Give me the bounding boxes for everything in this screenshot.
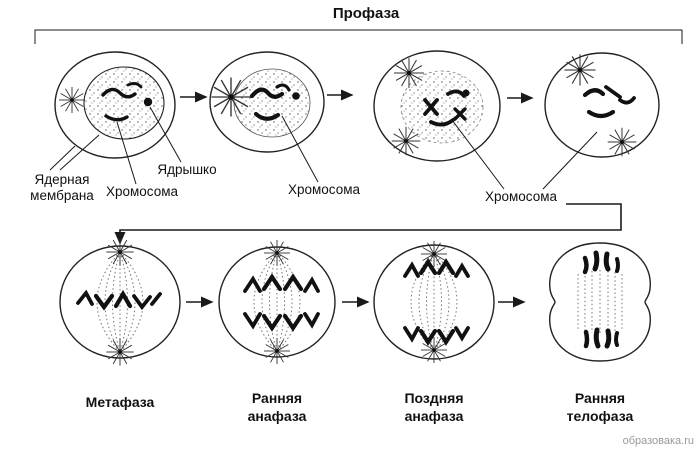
nucleolus-dot: [292, 92, 300, 100]
label-nuclear-membrane-line1: Ядерная: [35, 172, 90, 187]
chromosome: [423, 98, 439, 116]
chromosome: [282, 273, 304, 292]
cell-prophase-4: [544, 52, 660, 158]
watermark: образовака.ru: [623, 435, 694, 447]
chromosome: [132, 294, 152, 311]
chromosome: [604, 85, 622, 99]
chromosome: [582, 255, 589, 275]
chromosome: [454, 262, 470, 278]
cell-prophase-2: [209, 51, 325, 153]
chromosome: [618, 96, 636, 105]
chromosome: [615, 257, 620, 273]
cell-late-anaphase: [373, 240, 495, 364]
chromosome: [104, 114, 129, 122]
leader-nuclear-membrane-2: [59, 134, 100, 171]
chromosome: [303, 276, 320, 293]
nuclear-membrane-fragmenting: [400, 70, 484, 144]
nuclear-membrane: [83, 66, 165, 140]
chromosome: [429, 118, 455, 127]
chromosome: [592, 250, 600, 272]
chromosome: [93, 293, 115, 311]
nuclear-membrane: [233, 68, 311, 138]
chromosome: [593, 327, 601, 349]
chromosome: [126, 82, 143, 89]
chromosome: [436, 328, 456, 346]
flow-connector-row1-row2: [114, 203, 622, 245]
chromosome: [454, 326, 470, 342]
chromosome: [150, 292, 162, 306]
cell-early-telophase: [549, 242, 651, 362]
label-early-telophase-line1: Ранняя: [575, 390, 625, 406]
label-nuclear-membrane-line2: мембрана: [30, 188, 94, 203]
label-chromosome-2: Хромосома: [288, 182, 361, 197]
chromosome: [249, 87, 285, 99]
chromosome: [303, 312, 320, 329]
label-early-anaphase-line1: Ранняя: [252, 390, 302, 406]
cell-early-anaphase: [218, 239, 336, 365]
label-early-anaphase-line2: анафаза: [248, 408, 307, 424]
chromosome: [418, 328, 438, 346]
nucleolus-dot: [462, 89, 470, 97]
leader-nuclear-membrane-1: [49, 145, 76, 171]
cell-prophase-1: [54, 51, 176, 159]
chromosome: [403, 326, 420, 343]
chromosome: [583, 329, 590, 349]
label-chromosome-1: Хромосома: [106, 184, 179, 199]
label-metaphase: Метафаза: [86, 394, 155, 410]
chromosome: [603, 251, 611, 272]
chromosome: [582, 88, 606, 98]
chromosome: [282, 313, 304, 332]
chromosome: [275, 83, 291, 92]
spindle-fibers: [577, 270, 623, 334]
chromosome: [604, 328, 612, 349]
label-chromosome-3: Хромосома: [485, 189, 558, 204]
title-prophase: Профаза: [333, 5, 400, 22]
leader-chromosome-3a: [451, 119, 505, 190]
label-nucleolus: Ядрышко: [157, 162, 216, 177]
chromosome: [243, 312, 262, 330]
cell-membrane-pinching: [549, 242, 651, 362]
label-late-anaphase-line2: анафаза: [405, 408, 464, 424]
chromosome: [586, 109, 616, 119]
leader-chromosome-3b: [542, 131, 598, 190]
chromosome: [243, 275, 262, 293]
chromosome: [261, 273, 283, 292]
chromosome: [113, 289, 133, 309]
label-late-anaphase-line1: Поздняя: [404, 390, 463, 406]
chromosome: [453, 107, 467, 121]
label-early-telophase-line2: телофаза: [567, 408, 634, 424]
chromosome: [253, 111, 281, 121]
chromosome: [614, 331, 619, 347]
prophase-bracket: [34, 29, 683, 44]
chromosome: [446, 89, 466, 98]
chromosome: [76, 289, 94, 306]
leader-chromosome-2: [281, 115, 319, 183]
nucleolus-dot: [143, 97, 153, 107]
cell-metaphase: [59, 237, 181, 367]
chromosome: [436, 258, 456, 276]
leader-chromosome-1: [116, 121, 137, 185]
cell-prophase-3: [373, 50, 501, 162]
chromosome: [403, 261, 420, 278]
chromosome: [101, 87, 137, 99]
chromosome: [261, 313, 283, 332]
chromosome: [418, 258, 438, 276]
cell-membrane: [544, 52, 660, 158]
leader-nucleolus: [149, 106, 182, 163]
